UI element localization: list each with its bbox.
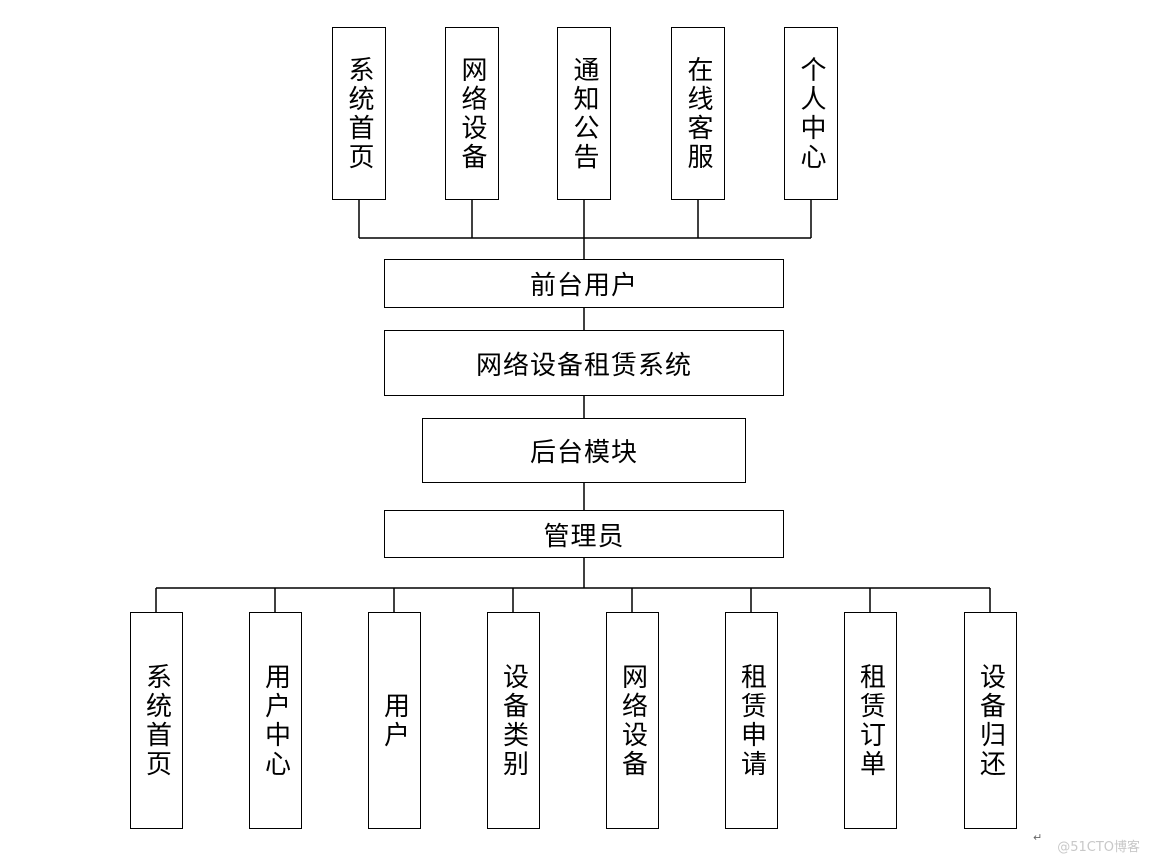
system-name-box: 网络设备租赁系统: [384, 330, 784, 396]
backend-module-box: 后台模块: [422, 418, 746, 483]
admin-box: 管理员: [384, 510, 784, 558]
return-mark-icon: ↵: [1033, 831, 1043, 844]
bottom-module-users: 用户: [368, 612, 421, 829]
bottom-module-rental-application: 租赁申请: [725, 612, 778, 829]
bottom-module-device-category: 设备类别: [487, 612, 540, 829]
front-user-box: 前台用户: [384, 259, 784, 308]
top-module-online-service: 在线客服: [671, 27, 725, 200]
watermark: @51CTO博客: [1057, 840, 1140, 855]
bottom-module-network-devices: 网络设备: [606, 612, 659, 829]
top-module-notices: 通知公告: [557, 27, 611, 200]
top-module-system-home: 系统首页: [332, 27, 386, 200]
bottom-module-user-center: 用户中心: [249, 612, 302, 829]
bottom-module-device-return: 设备归还: [964, 612, 1017, 829]
top-module-network-devices: 网络设备: [445, 27, 499, 200]
bottom-module-rental-orders: 租赁订单: [844, 612, 897, 829]
bottom-module-system-home: 系统首页: [130, 612, 183, 829]
top-module-personal-center: 个人中心: [784, 27, 838, 200]
